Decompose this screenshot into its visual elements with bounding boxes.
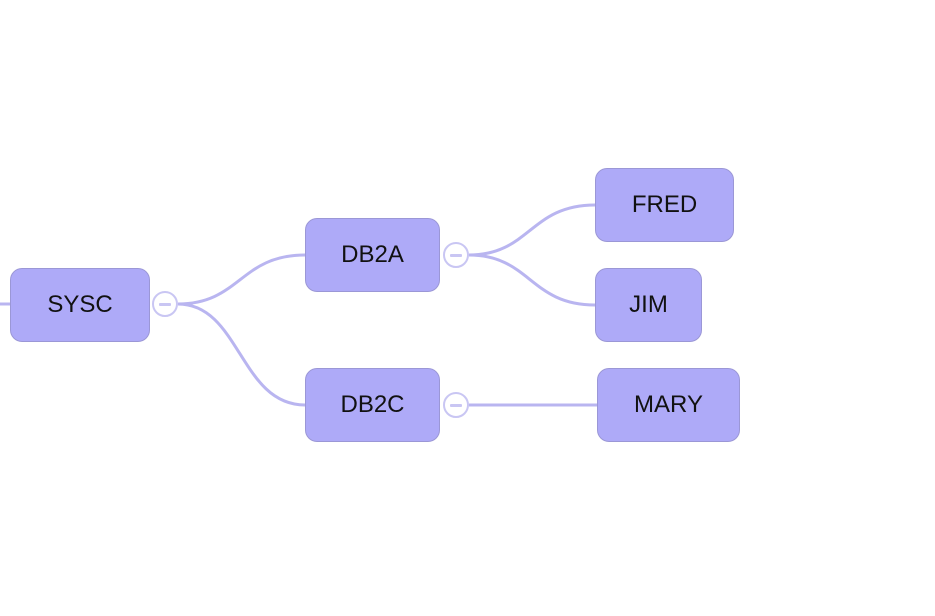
edge-db2a-fred bbox=[468, 203, 596, 257]
collapse-toggle-db2a[interactable] bbox=[443, 242, 469, 268]
node-sysc[interactable]: SYSC bbox=[10, 268, 150, 342]
node-mary[interactable]: MARY bbox=[597, 368, 740, 442]
collapse-toggle-sysc[interactable] bbox=[152, 291, 178, 317]
node-fred[interactable]: FRED bbox=[595, 168, 734, 242]
node-db2c[interactable]: DB2C bbox=[305, 368, 440, 442]
edge-sysc-db2a bbox=[177, 253, 306, 306]
collapse-toggle-db2c[interactable] bbox=[443, 392, 469, 418]
node-db2a[interactable]: DB2A bbox=[305, 218, 440, 292]
node-jim[interactable]: JIM bbox=[595, 268, 702, 342]
edge-sysc-db2c bbox=[177, 302, 306, 407]
edge-db2a-jim bbox=[468, 253, 596, 307]
